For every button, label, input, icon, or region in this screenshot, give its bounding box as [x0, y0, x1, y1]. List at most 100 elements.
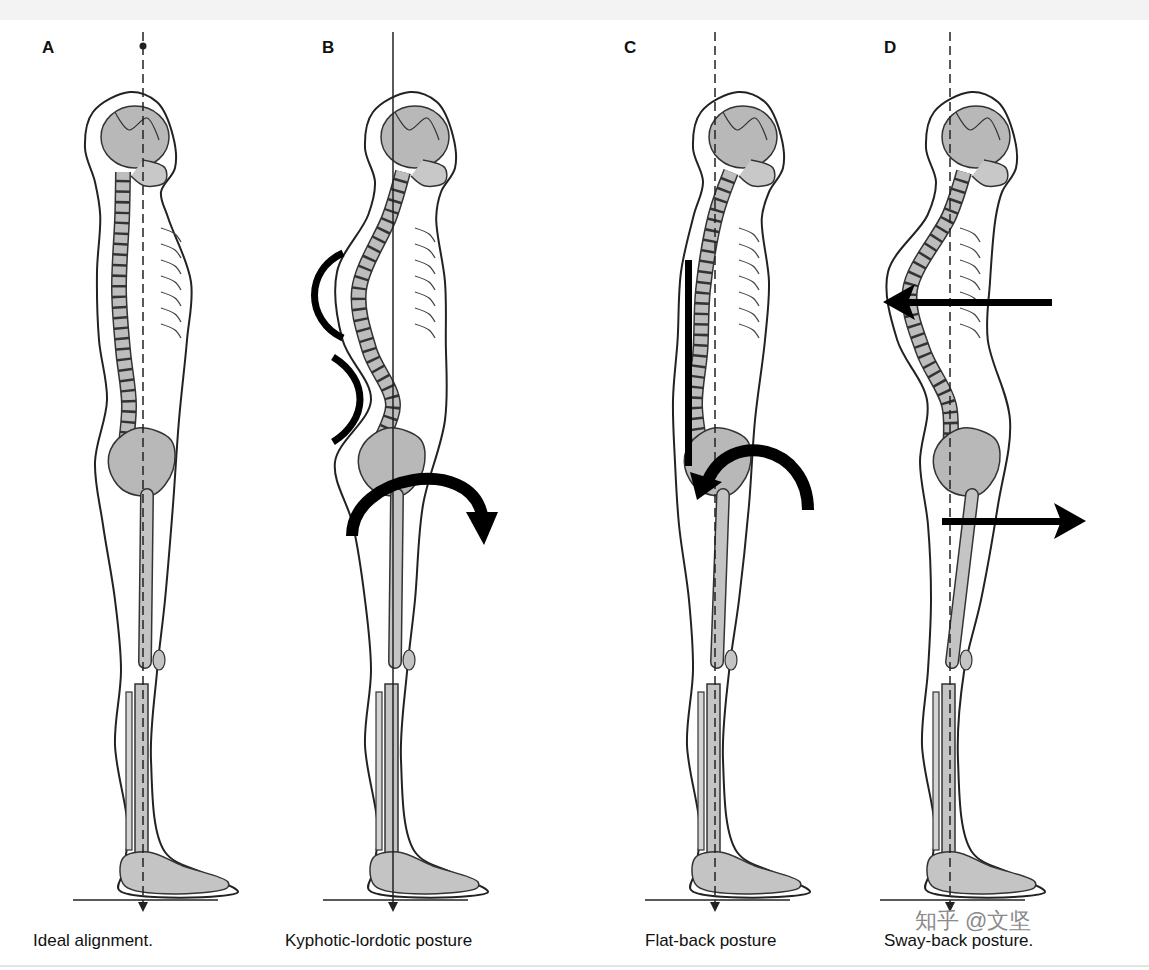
- pelvis: [108, 428, 175, 496]
- femur: [145, 495, 147, 662]
- caption: Ideal alignment.: [33, 931, 153, 951]
- plumb-line: [392, 32, 394, 902]
- posture-arrow: [352, 479, 482, 536]
- rib: [161, 276, 181, 290]
- skull-suture: [395, 112, 439, 140]
- vertebrae: [909, 172, 964, 450]
- fibula: [376, 692, 382, 850]
- rib: [415, 228, 435, 242]
- rib: [739, 228, 759, 242]
- caption: Kyphotic-lordotic posture: [285, 931, 472, 951]
- femur-outline: [395, 495, 397, 662]
- ground-line: [73, 899, 218, 901]
- rib: [739, 308, 759, 322]
- rib: [161, 228, 181, 242]
- femur-outline: [145, 495, 147, 662]
- watermark: 知乎 @文坚: [915, 906, 1031, 936]
- body-outline: [335, 92, 488, 898]
- vertebrae: [119, 172, 129, 450]
- skull-suture: [956, 112, 1000, 140]
- skull: [709, 106, 777, 168]
- body-figure: [880, 32, 1045, 912]
- body-figure: [323, 32, 488, 912]
- panel-letter: C: [624, 38, 636, 58]
- ground-line: [645, 899, 790, 901]
- posture-arrow: [708, 450, 808, 510]
- rib: [161, 308, 181, 322]
- skull: [942, 106, 1010, 168]
- fibula: [126, 692, 132, 850]
- plumb-dot: [140, 43, 147, 50]
- caption: Flat-back posture: [645, 931, 776, 951]
- fibula: [698, 692, 704, 850]
- spine-outline: [119, 172, 129, 450]
- pelvis: [933, 428, 1000, 496]
- vertebrae: [359, 172, 403, 450]
- rib: [739, 276, 759, 290]
- rib: [415, 244, 435, 258]
- tibia: [942, 684, 955, 854]
- rib: [161, 292, 181, 306]
- rib: [739, 244, 759, 258]
- body-outline: [673, 92, 810, 898]
- foot-bones: [692, 852, 801, 894]
- ground-line: [323, 899, 468, 901]
- femur: [395, 495, 397, 662]
- rib: [161, 244, 181, 258]
- panel-letter: B: [322, 38, 334, 58]
- jaw: [739, 160, 775, 186]
- rib: [739, 324, 759, 338]
- curve-bracket: [315, 253, 344, 338]
- patella: [403, 650, 415, 670]
- arrowhead: [466, 512, 498, 545]
- rib: [960, 308, 980, 322]
- rib: [415, 292, 435, 306]
- plumb-arrowhead: [710, 902, 720, 912]
- rib: [415, 260, 435, 274]
- arrowhead: [690, 472, 722, 500]
- rib: [415, 324, 435, 338]
- bottom-border: [0, 965, 1149, 967]
- jaw: [411, 160, 447, 186]
- tibia: [707, 684, 720, 854]
- top-band: [0, 0, 1149, 20]
- tibia: [135, 684, 148, 854]
- femur: [717, 495, 723, 662]
- rib: [161, 324, 181, 338]
- foot-bones: [927, 852, 1036, 894]
- caption: Sway-back posture.: [884, 931, 1033, 951]
- body-outline: [886, 92, 1045, 898]
- plumb-arrowhead: [388, 902, 398, 912]
- patella: [725, 650, 737, 670]
- flat-bar: [685, 260, 692, 466]
- patella: [960, 650, 972, 670]
- spine-outline: [909, 172, 964, 450]
- panel-letter: A: [42, 38, 54, 58]
- femur-outline: [717, 495, 723, 662]
- skull-suture: [115, 112, 159, 140]
- rib: [739, 260, 759, 274]
- arrowhead: [883, 284, 915, 320]
- rib: [415, 308, 435, 322]
- skull-suture: [723, 112, 767, 140]
- body-outline: [85, 92, 238, 898]
- plumb-line: [142, 32, 144, 902]
- panel-letter: D: [884, 38, 896, 58]
- rib: [960, 260, 980, 274]
- spine-outline: [359, 172, 403, 450]
- foot-bones: [370, 852, 479, 894]
- foot-bones: [120, 852, 229, 894]
- rib: [960, 276, 980, 290]
- spine-outline: [695, 172, 731, 450]
- shift-arrow: [942, 518, 1062, 525]
- rib: [960, 228, 980, 242]
- skull: [101, 106, 169, 168]
- skull: [381, 106, 449, 168]
- rib: [415, 276, 435, 290]
- tibia: [385, 684, 398, 854]
- shift-arrow: [905, 299, 1052, 306]
- curve-bracket: [333, 357, 360, 442]
- jaw: [131, 160, 167, 186]
- body-figure: [645, 32, 810, 912]
